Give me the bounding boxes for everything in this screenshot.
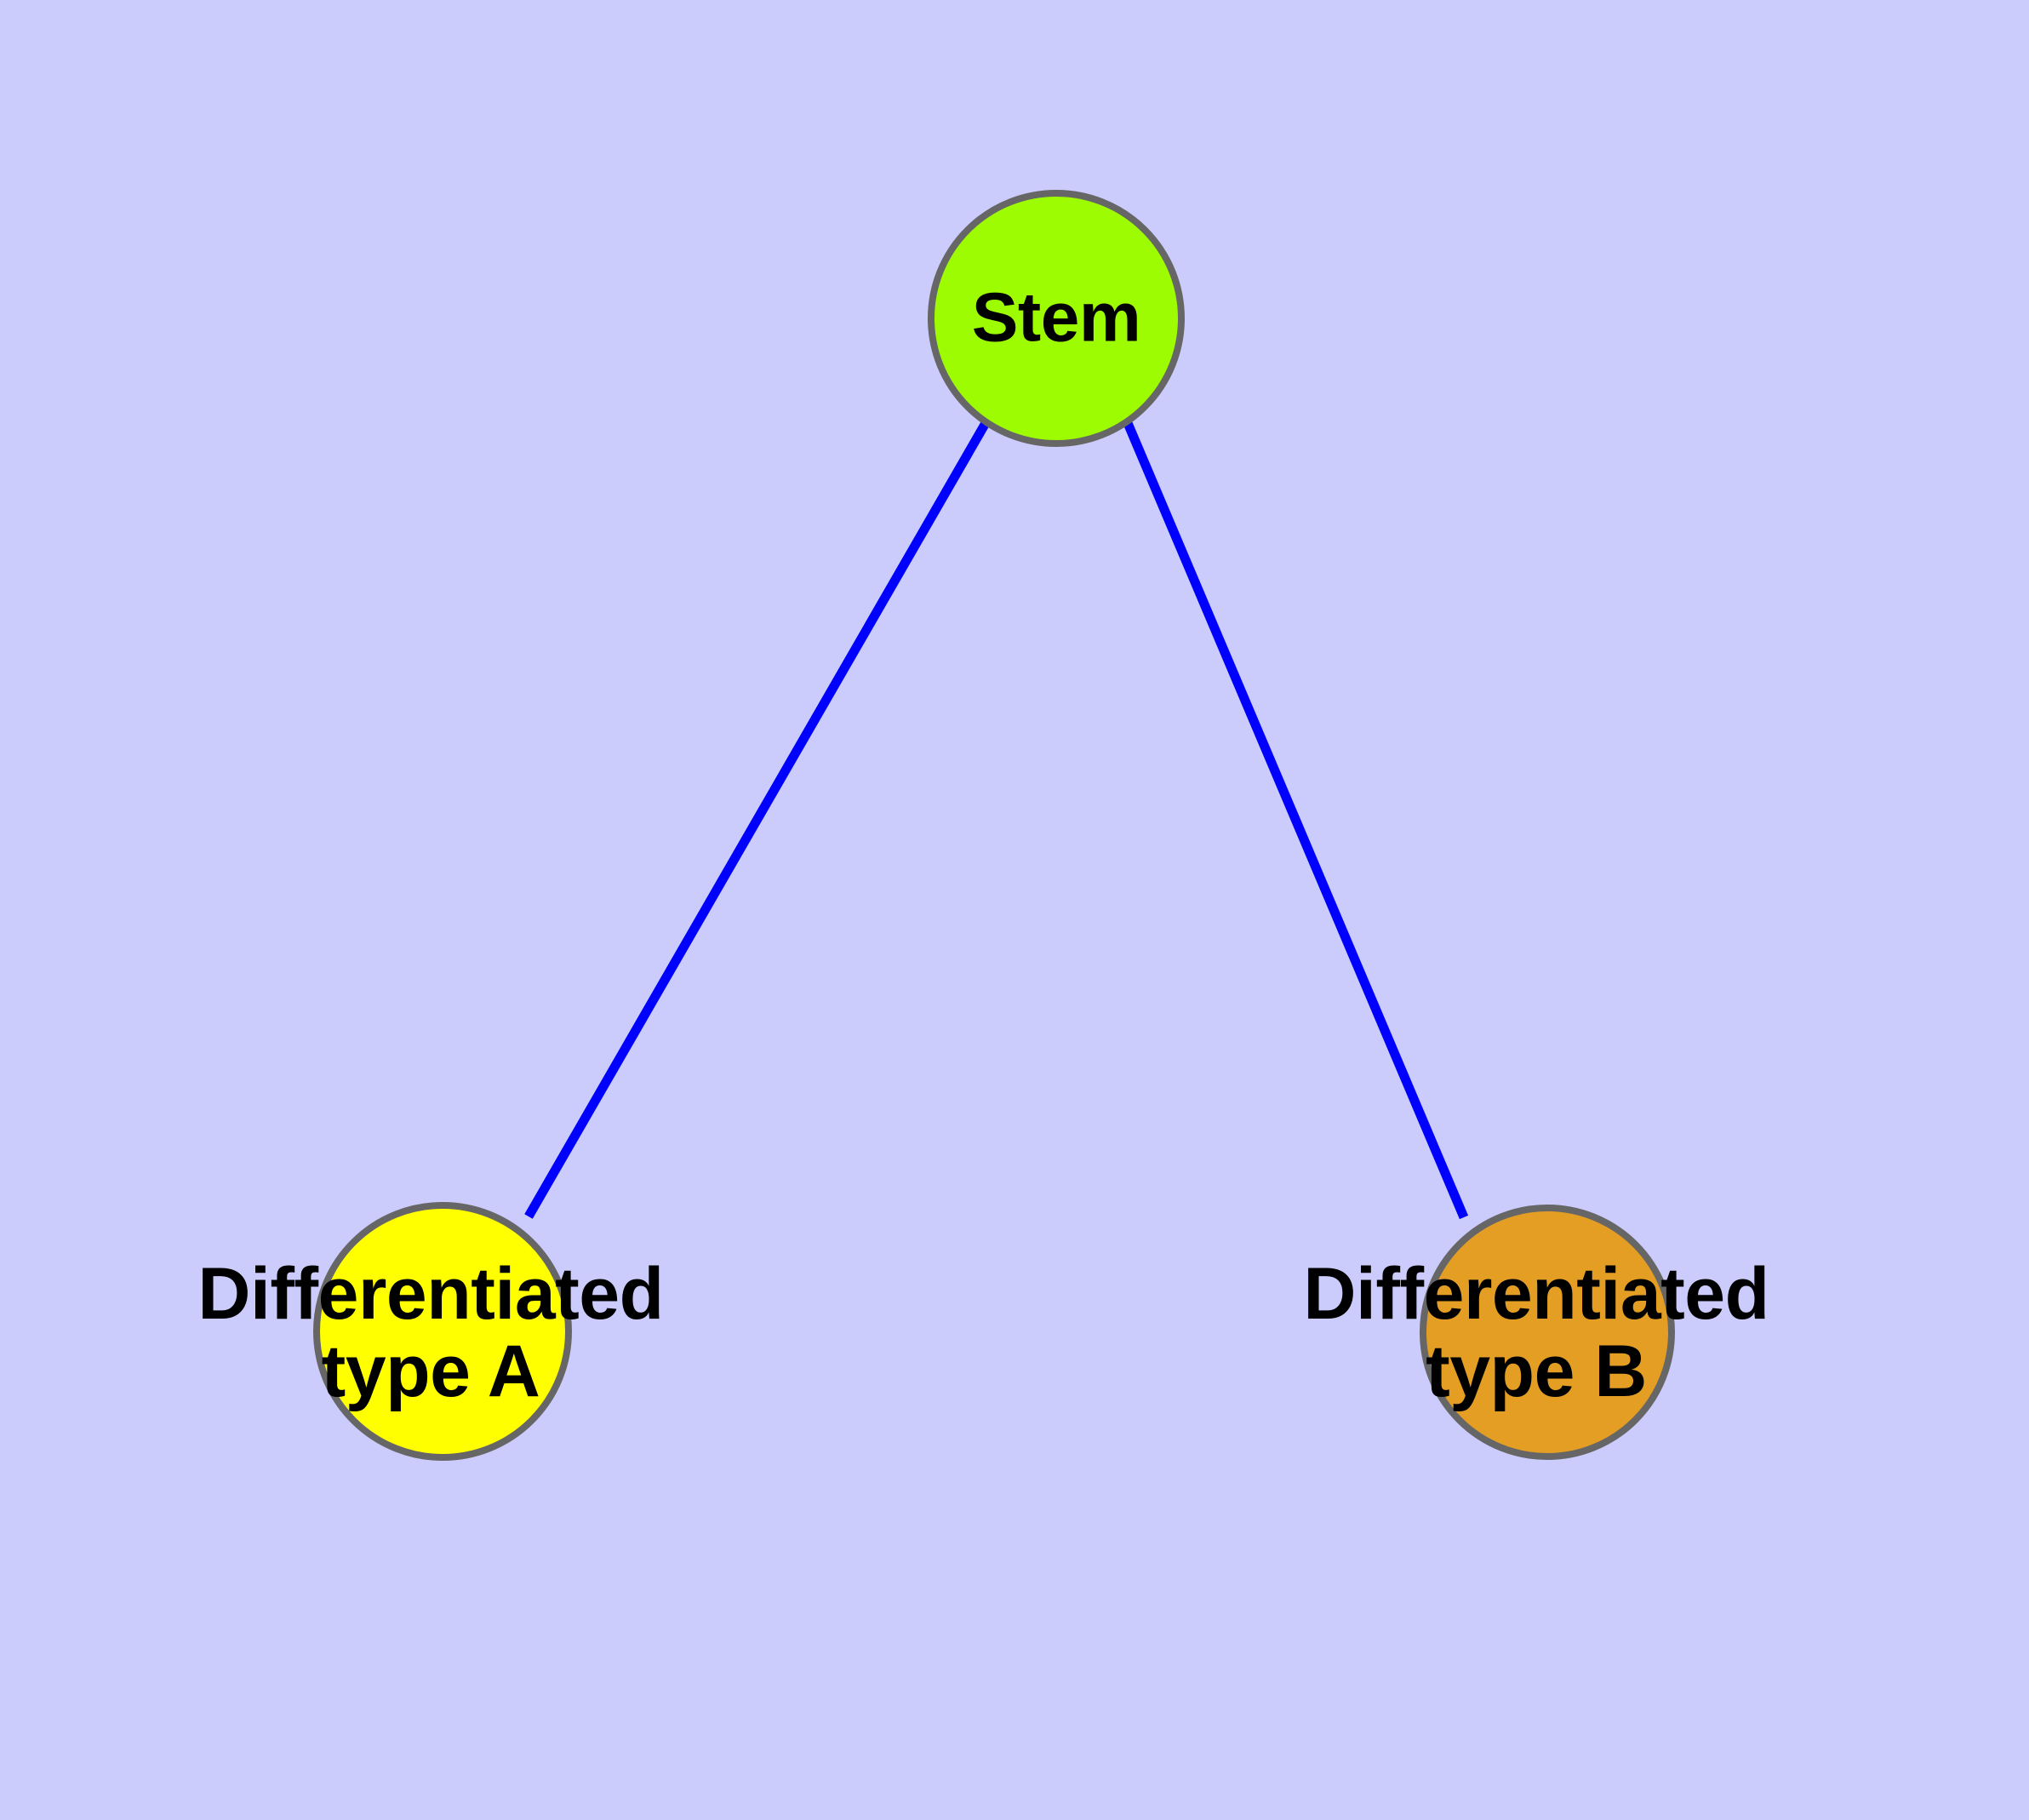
edge-stem-to-type-b xyxy=(1123,421,1469,1220)
node-stem[interactable] xyxy=(928,190,1185,447)
node-differentiated-type-a[interactable] xyxy=(313,1202,572,1461)
node-differentiated-type-b[interactable] xyxy=(1420,1205,1675,1460)
edge-stem-to-type-a xyxy=(524,421,990,1219)
